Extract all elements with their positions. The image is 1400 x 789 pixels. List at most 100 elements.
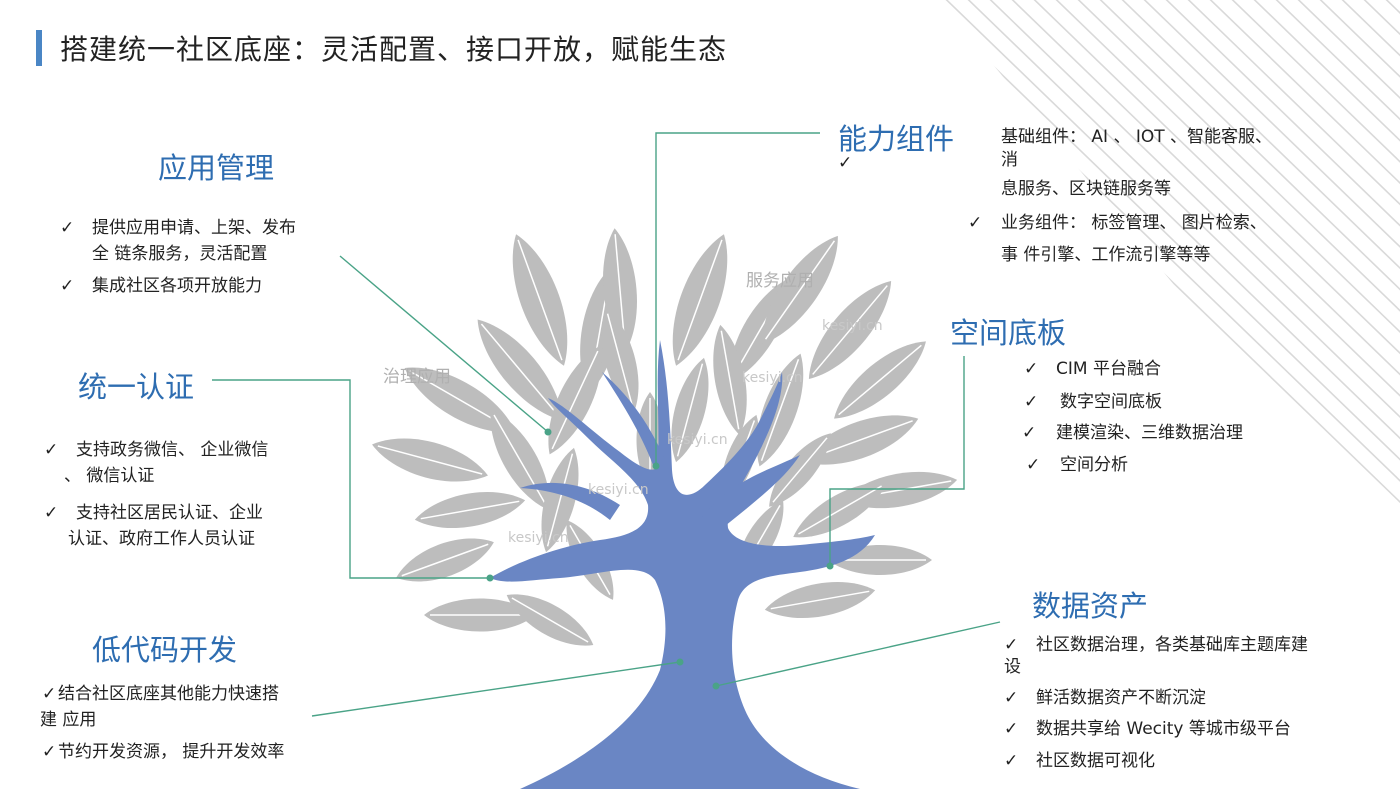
stripe (940, 0, 1400, 560)
check-icon: ✓ (1004, 688, 1019, 708)
leaf-vein (676, 363, 704, 457)
list-item: 事 件引擎、工作流引擎等等 (1001, 245, 1211, 265)
section-heading-app-management: 应用管理 (158, 151, 275, 185)
check-icon: ✓ (60, 276, 75, 296)
stripe (1145, 0, 1400, 560)
list-item: ✓结合社区底座其他能力快速搭 (42, 681, 279, 707)
check-icon: ✓ (1004, 635, 1019, 655)
list-item: ✓数据共享给 Wecity 等城市级平台 (1004, 716, 1291, 742)
diagonal-stripes (940, 0, 1400, 560)
check-icon: ✓ (1004, 751, 1019, 771)
stripe (1211, 0, 1400, 560)
leaf-vein (546, 453, 574, 547)
section-heading-spatial: 空间底板 (950, 316, 1067, 350)
leaf-vein (377, 445, 483, 475)
list-item: 基础组件： AI 、 IOT 、智能客服、 (1001, 127, 1273, 147)
check-icon: ✓ (42, 684, 57, 704)
leaf-vein (401, 543, 489, 577)
list-item: 建 应用 (40, 710, 97, 730)
check-icon: ✓ (968, 213, 983, 233)
stripe (1321, 0, 1400, 560)
stripe (1167, 0, 1400, 560)
leaf-vein (812, 285, 888, 375)
list-item: ✓CIM 平台融合 (1024, 356, 1161, 382)
list-item: ✓提供应用申请、上架、发布 (60, 215, 296, 241)
list-item: ✓集成社区各项开放能力 (60, 273, 262, 299)
list-item: 消 (1001, 150, 1018, 170)
check-icon: ✓ (1026, 455, 1041, 475)
watermark-site: kesiyi.cn (508, 530, 569, 546)
leaf-vein (770, 590, 870, 610)
check-icon: ✓ (1004, 719, 1019, 739)
list-item: ✓社区数据可视化 (1004, 748, 1155, 774)
stripe (1079, 0, 1400, 560)
check-icon: ✓ (1024, 392, 1039, 412)
list-item: ✓空间分析 (1026, 452, 1128, 478)
leaf-vein (720, 330, 740, 430)
list-item: ✓支持政务微信、 企业微信 (44, 437, 268, 463)
check-icon: ✓ (44, 440, 59, 460)
check-icon: ✓ (838, 153, 853, 173)
leaf-vein (798, 485, 882, 535)
canopy-label-governance: 治理应用 (383, 367, 451, 387)
stripe (1255, 0, 1400, 560)
connector-dots (486, 428, 834, 690)
stripe (940, 0, 1400, 560)
tree-trunk (490, 340, 875, 789)
canopy-label-service: 服务应用 (746, 271, 814, 291)
leaf-vein (760, 359, 800, 461)
list-item: 全 链条服务，灵活配置 (92, 244, 268, 264)
stripe (1233, 0, 1400, 560)
list-item: ✓支持社区居民认证、企业 (44, 500, 263, 526)
list-item: 息服务、区块链服务等 (1001, 179, 1171, 199)
check-icon: ✓ (42, 742, 57, 762)
check-icon: ✓ (44, 503, 59, 523)
watermark-site: kesiyi.cn (742, 370, 803, 386)
section-heading-components: 能力组件 (838, 122, 955, 156)
leaf-vein (480, 323, 560, 417)
list-item: 、 微信认证 (64, 466, 155, 486)
watermark-site: kesiyi.cn (588, 482, 649, 498)
section-heading-low-code: 低代码开发 (92, 633, 238, 667)
list-item: 设 (1004, 657, 1021, 677)
section-heading-data-assets: 数据资产 (1032, 589, 1149, 623)
watermark-site: kesiyi.cn (822, 318, 883, 334)
connector-lines (212, 132, 1001, 717)
leaf-vein (551, 350, 599, 450)
stripe (1123, 0, 1400, 560)
leaf-vein (677, 239, 723, 361)
stripe (1101, 0, 1400, 560)
section-heading-unified-auth: 统一认证 (78, 370, 195, 404)
stripe (991, 0, 1400, 560)
leaf-vein (511, 597, 589, 643)
tree-leaves (372, 228, 958, 646)
leaf-vein (493, 414, 547, 506)
check-icon: ✓ (60, 218, 75, 238)
leaf-vein (614, 234, 626, 346)
title-accent-bar (36, 30, 42, 66)
leaf-vein (764, 240, 836, 340)
list-item: ✓建模渲染、三维数据治理 (1022, 420, 1243, 446)
stripe (969, 0, 1400, 560)
list-item: ✓数字空间底板 (1024, 389, 1162, 415)
stripe (1013, 0, 1400, 560)
list-item: ✓社区数据治理，各类基础库主题库建 (1004, 632, 1308, 658)
stripe (1189, 0, 1400, 560)
stripe (947, 0, 1400, 560)
watermark-site: kesiyi.cn (667, 432, 728, 448)
stripe (1035, 0, 1400, 560)
leaf-vein (420, 500, 520, 520)
list-item: ✓节约开发资源， 提升开发效率 (42, 739, 284, 765)
check-icon: ✓ (1022, 423, 1037, 443)
leaf-vein (838, 344, 922, 416)
stripe (1057, 0, 1400, 560)
leaf-vein (772, 437, 828, 503)
stripe (940, 0, 1400, 560)
list-item: ✓业务组件： 标签管理、 图片检索、 (968, 210, 1267, 236)
leaf-vein (517, 239, 563, 361)
page-title: 搭建统一社区底座：灵活配置、接口开放，赋能生态 (60, 33, 728, 66)
stripe (1277, 0, 1400, 560)
list-item: 认证、政府工作人员认证 (68, 529, 255, 549)
check-icon: ✓ (1024, 359, 1039, 379)
